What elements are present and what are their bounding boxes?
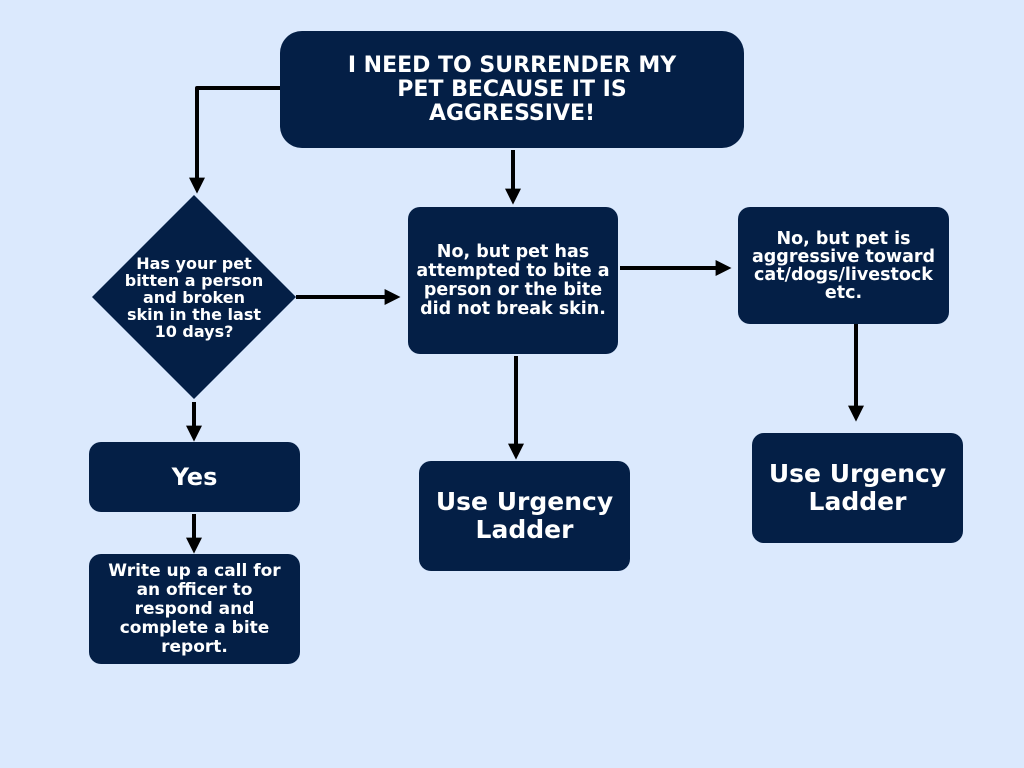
urgency-ladder-node-right: Use Urgency Ladder (752, 433, 963, 543)
bite-report-node: Write up a call for an officer to respon… (89, 554, 300, 664)
start-node: I NEED TO SURRENDER MY PET BECAUSE IT IS… (280, 31, 744, 148)
decision-node-text: Has your pet bitten a person and broken … (124, 253, 264, 341)
yes-node: Yes (89, 442, 300, 512)
urgency-ladder-node-middle: Use Urgency Ladder (419, 461, 630, 571)
start-node-text: I NEED TO SURRENDER MY PET BECAUSE IT IS… (347, 52, 677, 126)
arrow-top-to-question (189, 86, 280, 194)
animal-aggression-node-text: No, but pet is aggressive toward cat/dog… (751, 228, 936, 303)
attempted-bite-node: No, but pet has attempted to bite a pers… (408, 207, 618, 354)
bite-report-node-text: Write up a call for an officer to respon… (108, 560, 281, 657)
attempted-bite-node-text: No, but pet has attempted to bite a pers… (416, 241, 610, 319)
decision-node: Has your pet bitten a person and broken … (94, 197, 294, 397)
urgency-ladder-right-text: Use Urgency Ladder (768, 459, 947, 516)
decision-diamond-shape (92, 195, 296, 399)
urgency-ladder-middle-text: Use Urgency Ladder (435, 487, 614, 544)
animal-aggression-node: No, but pet is aggressive toward cat/dog… (738, 207, 949, 324)
yes-node-text: Yes (171, 463, 218, 491)
